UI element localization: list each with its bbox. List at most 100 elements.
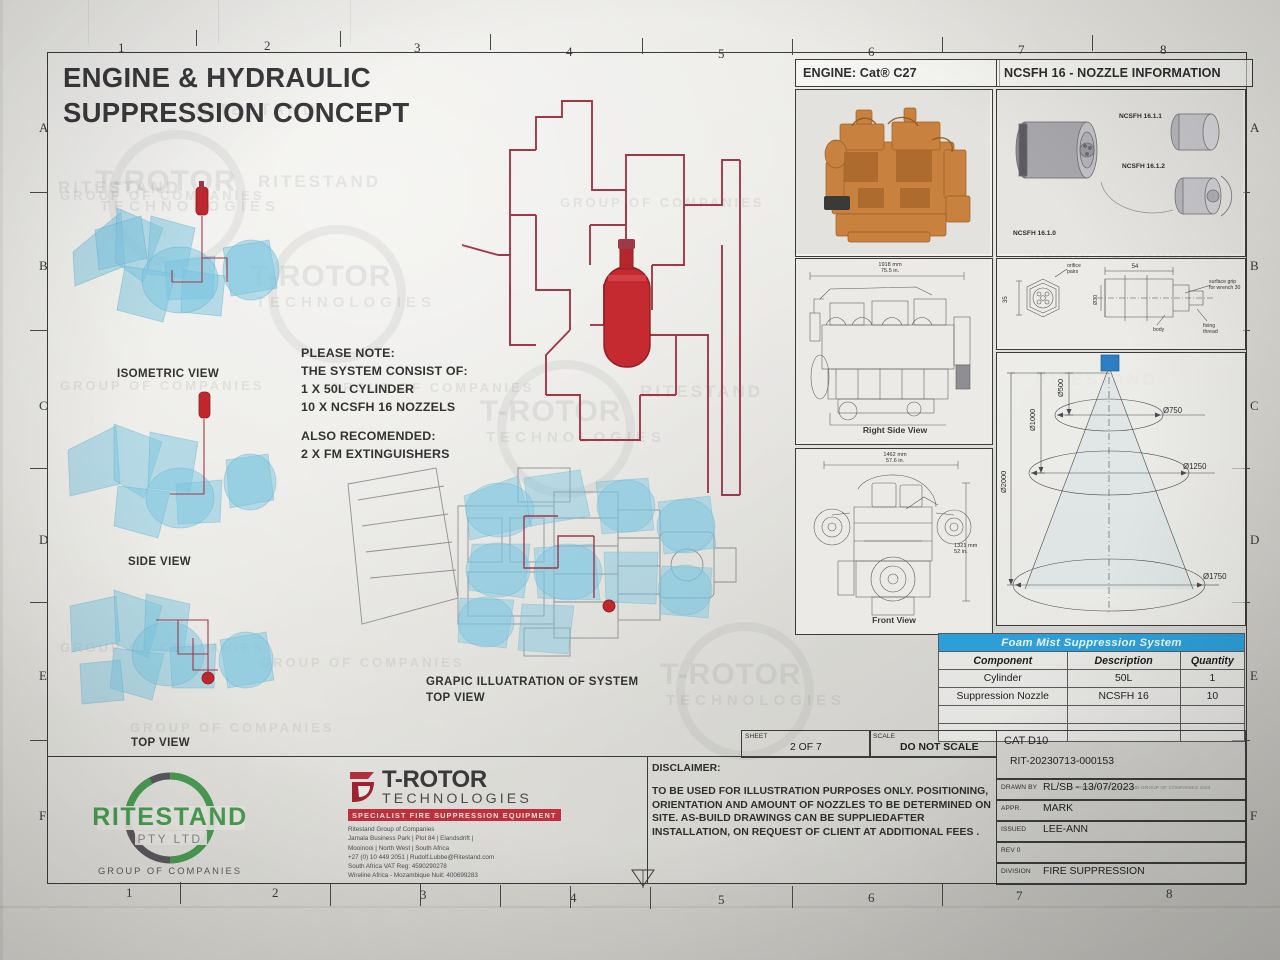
notes-line-4: 2 X FM EXTINGUISHERS	[301, 446, 450, 461]
notes-heading-2: ALSO RECOMENDED:	[301, 428, 436, 443]
svg-text:Ø750: Ø750	[1163, 406, 1183, 415]
crease	[88, 0, 90, 44]
svg-text:body: body	[1153, 327, 1165, 333]
grid-row-F-right: F	[1250, 808, 1258, 823]
notes-line-3: 10 X NCSFH 16 NOZZELS	[301, 399, 456, 414]
right-side-view-caption: Right Side View	[862, 425, 928, 435]
grid-row-C-right: C	[1250, 398, 1259, 413]
grid-tick	[942, 884, 943, 906]
svg-text:35: 35	[1003, 296, 1009, 303]
cell-description	[1066, 723, 1181, 742]
grid-col-8: 8	[1160, 42, 1167, 57]
grid-row-E-right: E	[1250, 668, 1258, 683]
front-dimension-height: 1321 mm 52 in.	[954, 543, 978, 556]
copyright-notice: © PROPERTY OF RITESTAND GROUP OF COMPANI…	[1070, 786, 1211, 791]
label-top-view: TOP VIEW	[131, 737, 191, 749]
issued-value: LEE-ANN	[1043, 824, 1089, 835]
nozzle-technical-drawing: 35 54 Ø30 orifice pairs surface grip for…	[997, 259, 1243, 347]
engine-front-panel	[795, 448, 993, 635]
nozzle-label-c: NCSFH 16.1.0	[1013, 230, 1056, 237]
crease	[0, 0, 3, 960]
revision-label: REV 0	[1001, 847, 1021, 854]
cell-component: Cylinder	[938, 669, 1068, 688]
notes-line-2: 1 X 50L CYLINDER	[301, 381, 415, 396]
trotor-name: T-ROTOR	[382, 766, 487, 793]
grid-tick	[196, 30, 197, 46]
foam-table-title: Foam Mist Suppression System	[938, 633, 1245, 652]
grid-row-B: B	[39, 258, 48, 273]
disclaimer-body: TO BE USED FOR ILLUSTRATION PURPOSES ONL…	[652, 785, 991, 839]
svg-text:thread: thread	[1203, 329, 1218, 335]
nozzle-photo-panel	[996, 89, 1246, 257]
projection-symbol-icon	[631, 869, 655, 888]
ritestand-logo-graphic: RITESTAND PTY LTD GROUP OF COMPANIES	[92, 772, 246, 876]
grid-tick	[330, 884, 331, 906]
grid-col-6-bottom: 6	[868, 890, 875, 905]
address-line-4: +27 (0) 10 449 2051 | Rudolf.Lubbe@Rites…	[348, 853, 495, 861]
grid-tick	[420, 884, 421, 906]
engine-right-side-drawing	[796, 259, 990, 442]
grid-col-4: 4	[566, 44, 573, 59]
svg-text:Ø1000: Ø1000	[1028, 409, 1037, 431]
foam-col-description: Description	[1066, 651, 1181, 670]
grid-tick	[650, 887, 651, 909]
grid-tick	[792, 886, 793, 908]
engine-front-drawing	[796, 449, 990, 632]
trotor-logo-icon	[350, 772, 374, 802]
grid-tick	[642, 38, 643, 54]
label-isometric-view: ISOMETRIC VIEW	[117, 368, 220, 380]
crease	[0, 906, 1280, 908]
label-side-view: SIDE VIEW	[128, 556, 192, 568]
svg-text:for wrench 30: for wrench 30	[1209, 285, 1241, 291]
grid-col-4-bottom: 4	[570, 890, 577, 905]
address-line-1: Ritestand Group of Companies	[348, 826, 435, 834]
svg-text:fixing: fixing	[1203, 323, 1215, 329]
grid-col-7: 7	[1018, 42, 1025, 57]
grid-tick	[1092, 35, 1093, 51]
nozzle-technical-panel: 35 54 Ø30 orifice pairs surface grip for…	[996, 258, 1246, 350]
system-top-view-graphic	[347, 467, 737, 657]
drawn-by-cell	[996, 778, 1246, 801]
trotor-tagline-bar: SPECIALIST FIRE SUPPRESSION EQUIPMENT	[348, 809, 561, 822]
grid-tick	[792, 39, 793, 55]
division-cell	[996, 862, 1246, 885]
ritestand-logo-sub: PTY LTD	[137, 832, 202, 846]
cell-description	[1066, 705, 1181, 724]
sheet-cell	[741, 730, 871, 758]
address-line-6: Wireline Africa - Mozambique Nuit: 40069…	[348, 872, 478, 880]
grid-tick	[570, 886, 571, 908]
cell-description: NCSFH 16	[1066, 687, 1181, 706]
title-line-1: ENGINE & HYDRAULIC	[63, 62, 371, 93]
grid-tick	[30, 192, 48, 193]
ritestand-logo: RITESTAND PTY LTD GROUP OF COMPANIES	[63, 768, 278, 880]
cell-quantity	[1179, 705, 1246, 724]
notes-heading: PLEASE NOTE:	[301, 346, 395, 360]
cell-quantity: 1	[1179, 669, 1246, 688]
cell-component	[938, 723, 1068, 742]
svg-text:orifice: orifice	[1067, 263, 1081, 269]
disclaimer-block: DISCLAIMER: TO BE USED FOR ILLUSTRATION …	[652, 762, 992, 840]
graphic-label-line-2: TOP VIEW	[426, 692, 486, 705]
trotor-address: Ritestand Group of Companies Jamala Busi…	[348, 825, 648, 880]
side-view-graphic	[67, 391, 277, 539]
doc-number-value: RIT-20230713-000153	[1010, 756, 1114, 767]
svg-text:54: 54	[1132, 264, 1139, 270]
sheet-label: SHEET	[745, 733, 768, 740]
model-value: CAT D10	[1004, 735, 1049, 747]
cell-quantity: 10	[1179, 687, 1246, 706]
svg-text:surface grip: surface grip	[1209, 279, 1236, 285]
division-value: FIRE SUPPRESSION	[1043, 866, 1145, 877]
grid-col-1: 1	[118, 40, 125, 55]
table-row	[938, 705, 1246, 724]
grid-col-5-bottom: 5	[718, 892, 725, 907]
grid-col-8-bottom: 8	[1166, 886, 1173, 901]
cell-component: Suppression Nozzle	[938, 687, 1068, 706]
title-line-2: SUPPRESSION CONCEPT	[63, 97, 410, 129]
svg-text:Ø500: Ø500	[1056, 379, 1065, 397]
approver-cell	[996, 799, 1246, 822]
drawn-by-label: DRAWN BY	[1001, 784, 1038, 791]
grid-tick	[942, 37, 943, 53]
scale-value: DO NOT SCALE	[900, 742, 979, 753]
table-row: Cylinder 50L 1	[938, 669, 1246, 688]
logo-area-cell	[47, 756, 648, 884]
